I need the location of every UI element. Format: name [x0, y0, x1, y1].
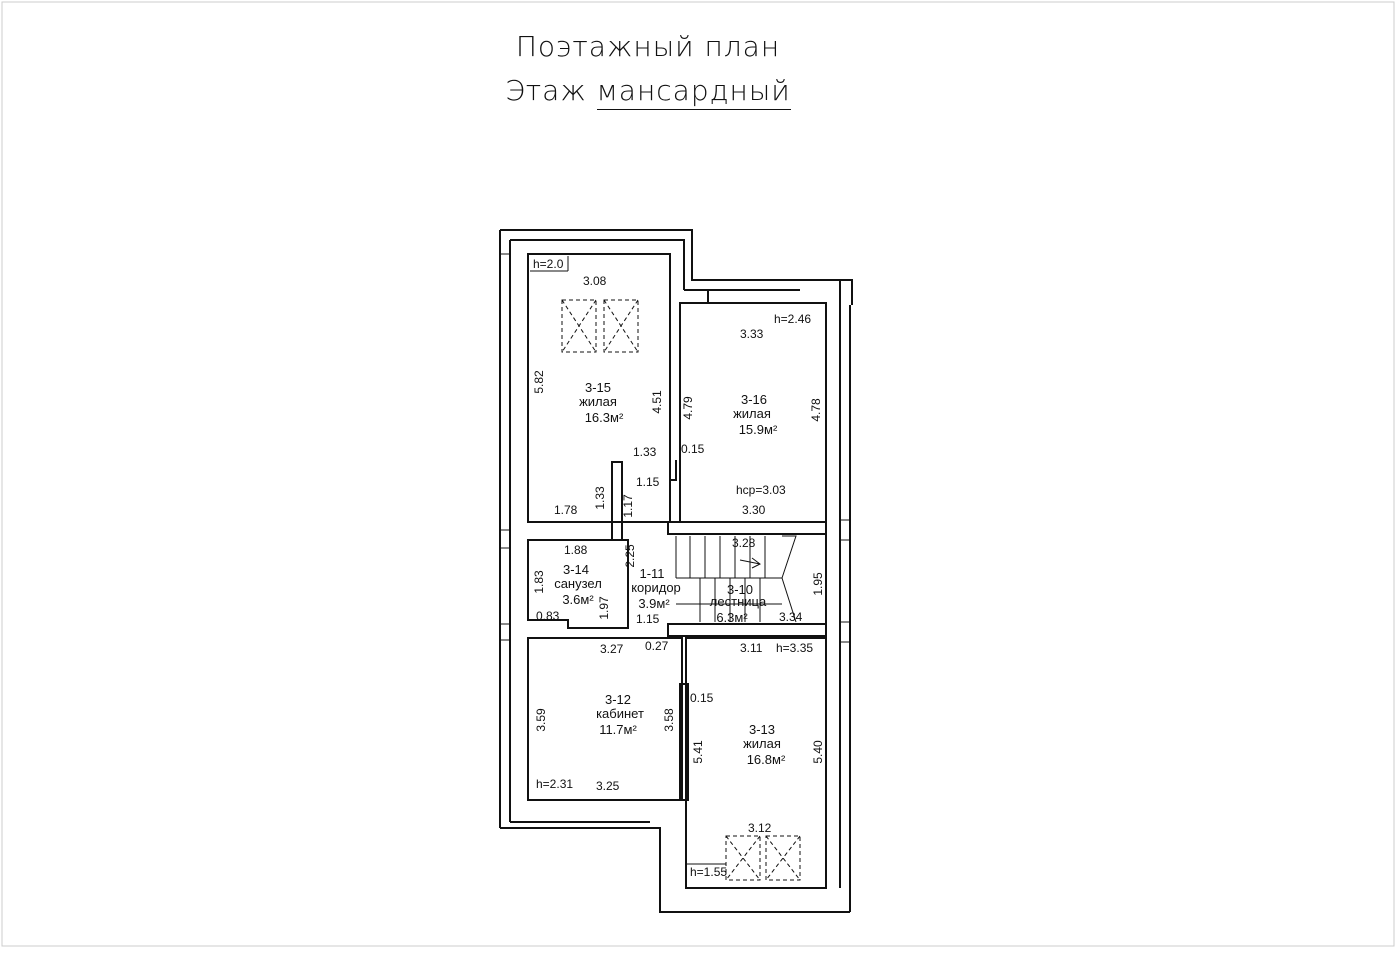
- room-3-12-id: 3-12: [605, 692, 631, 707]
- walls: [499, 229, 853, 913]
- dim-5-41: 5.41: [691, 740, 705, 764]
- height-r313: h=3.35: [776, 641, 813, 655]
- dim-4-79: 4.79: [681, 396, 695, 420]
- dim-3-28: 3.28: [732, 536, 756, 550]
- dim-1-88: 1.88: [564, 543, 588, 557]
- dim-0-27: 0.27: [645, 639, 669, 653]
- room-3-14-outline: [527, 539, 629, 629]
- dim-3-34: 3.34: [779, 610, 803, 624]
- dim-1-15-b: 1.15: [636, 612, 660, 626]
- dim-0-15-b: 0.15: [690, 691, 714, 705]
- plan-title: Поэтажный план: [515, 30, 781, 63]
- room-labels: 3-15 жилая 16.3м² 3-16 жилая 15.9м² 3-14…: [554, 380, 786, 767]
- dim-3-08: 3.08: [583, 274, 607, 288]
- staircase: [675, 535, 797, 623]
- dim-3-30: 3.30: [742, 503, 766, 517]
- skylight-right-a: [725, 835, 761, 881]
- skylight-right-b: [765, 835, 801, 881]
- dim-1-97: 1.97: [597, 596, 611, 620]
- room-1-11-id: 1-11: [639, 566, 664, 581]
- room-3-15-area: 16.3м²: [585, 410, 624, 425]
- room-3-12-area: 11.7м²: [599, 722, 637, 737]
- dim-4-51: 4.51: [650, 390, 664, 414]
- room-3-15-id: 3-15: [585, 380, 611, 395]
- room-3-10-type: лестница: [710, 594, 767, 609]
- room-3-10-area: 6.3м²: [716, 610, 748, 625]
- height-labels: h=2.0 h=2.46 hср=3.03 h=3.35 h=2.31 h=1.…: [530, 256, 813, 879]
- dimension-labels-vertical: 5.82 4.51 4.79 4.78 1.33 1.17 2.25 1.83 …: [532, 370, 825, 764]
- room-3-13-type: жилая: [743, 736, 781, 751]
- skylights: [561, 299, 801, 881]
- room-3-13-area: 16.8м²: [747, 752, 786, 767]
- floor-label-prefix: Этаж: [505, 74, 587, 107]
- dim-3-33: 3.33: [740, 327, 764, 341]
- dim-4-78: 4.78: [809, 398, 823, 422]
- windows: [500, 253, 850, 643]
- dim-3-12: 3.12: [748, 821, 772, 835]
- dim-5-40: 5.40: [811, 740, 825, 764]
- floor-name: мансардный: [596, 74, 791, 110]
- dim-0-15-a: 0.15: [681, 442, 705, 456]
- dim-1-83: 1.83: [532, 570, 546, 594]
- room-3-12-outline: [527, 637, 683, 801]
- height-r312: h=2.31: [536, 777, 573, 791]
- room-3-10-id: 3-10: [727, 582, 753, 597]
- dim-3-25: 3.25: [596, 779, 620, 793]
- dim-1-33-b: 1.33: [593, 486, 607, 510]
- room-1-11-type: коридор: [631, 580, 681, 595]
- height-r316: h=2.46: [774, 312, 811, 326]
- room-3-14-type: санузел: [554, 576, 602, 591]
- dim-1-15-a: 1.15: [636, 475, 660, 489]
- dim-3-27: 3.27: [600, 642, 624, 656]
- room-3-16-id: 3-16: [741, 392, 767, 407]
- room-3-12-type: кабинет: [596, 706, 644, 721]
- skylight-left-b: [603, 299, 639, 353]
- room-1-11-area: 3.9м²: [638, 596, 670, 611]
- room-3-15-type: жилая: [579, 394, 617, 409]
- room-3-16-type: жилая: [733, 406, 771, 421]
- dim-3-59: 3.59: [534, 708, 548, 732]
- dim-3-11: 3.11: [740, 641, 763, 655]
- height-r316-avg: hср=3.03: [736, 483, 786, 497]
- room-3-14-area: 3.6м²: [562, 592, 594, 607]
- room-3-13-id: 3-13: [749, 722, 775, 737]
- floor-label: Этаж мансардный: [0, 74, 1296, 110]
- height-r315: h=2.0: [533, 257, 564, 271]
- skylight-left-a: [561, 299, 597, 353]
- dim-1-33-a: 1.33: [633, 445, 657, 459]
- dim-3-58: 3.58: [662, 708, 676, 732]
- room-3-13-outline: [685, 637, 827, 889]
- dim-2-25: 2.25: [623, 544, 637, 568]
- room-3-14-id: 3-14: [563, 562, 589, 577]
- dim-5-82: 5.82: [532, 370, 546, 394]
- dim-1-17: 1.17: [621, 494, 635, 518]
- dim-1-95: 1.95: [811, 572, 825, 596]
- height-r313-low: h=1.55: [690, 865, 727, 879]
- room-3-16-area: 15.9м²: [739, 422, 778, 437]
- dim-1-78: 1.78: [554, 503, 578, 517]
- dimension-labels-horizontal: 3.08 1.33 1.15 1.78 3.33 0.15 3.30 1.88 …: [536, 274, 803, 835]
- dim-0-83: 0.83: [536, 609, 560, 623]
